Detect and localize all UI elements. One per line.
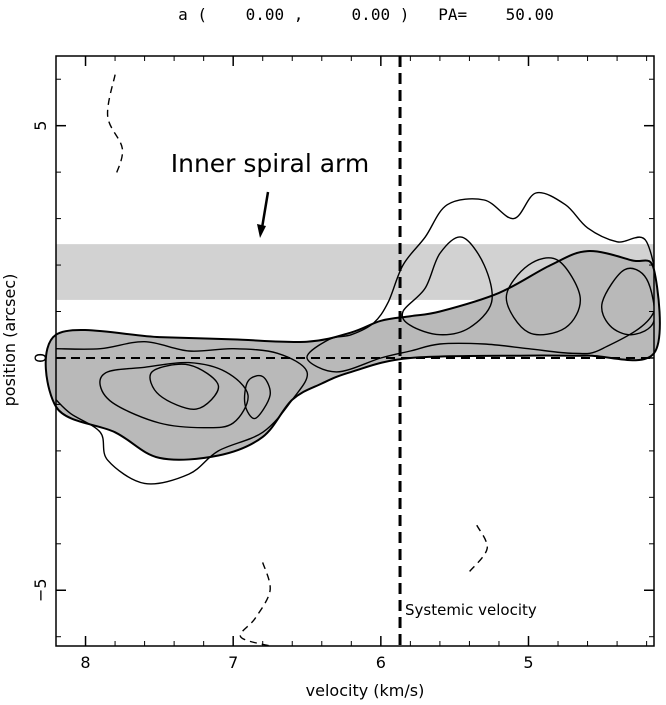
x-axis: 8 7 6 5 (55, 56, 648, 672)
dashed-contours (106, 74, 488, 646)
solid-contours (56, 191, 654, 485)
y-axis: 5 0 −5 (31, 78, 654, 638)
contour-solid-6 (401, 236, 493, 336)
arrow-head (257, 224, 266, 238)
contour-solid-8 (601, 267, 654, 336)
y-tick-label: 0 (31, 353, 50, 363)
y-tick-label: 5 (31, 121, 50, 131)
plot-area (44, 55, 661, 647)
x-tick-label: 6 (376, 653, 386, 672)
y-tick-label: −5 (31, 578, 50, 602)
x-tick-label: 5 (523, 653, 533, 672)
inner-spiral-arm-annotation: Inner spiral arm (171, 149, 370, 178)
chart-title: a ( 0.00 , 0.00 ) PA= 50.00 (178, 5, 554, 24)
arrow-shaft (260, 191, 270, 229)
contour-solid-2 (99, 361, 249, 429)
x-axis-label: velocity (km/s) (306, 681, 425, 700)
annotation-arrow (257, 191, 270, 238)
contour-solid-5 (306, 191, 654, 373)
x-tick-label: 8 (80, 653, 90, 672)
contour-dashed-2 (239, 562, 271, 646)
systemic-velocity-label: Systemic velocity (405, 601, 537, 619)
model-velocity-region (44, 250, 661, 461)
plot-frame (55, 55, 655, 647)
contour-solid-3 (149, 363, 220, 410)
contour-solid-7 (505, 257, 581, 336)
contour-dashed-1 (106, 74, 124, 178)
contour-solid-4 (243, 374, 271, 420)
contour-solid-1 (56, 340, 309, 485)
y-axis-label: position (arcsec) (0, 274, 19, 407)
contour-dashed-3 (468, 524, 488, 573)
x-tick-label: 7 (228, 653, 238, 672)
